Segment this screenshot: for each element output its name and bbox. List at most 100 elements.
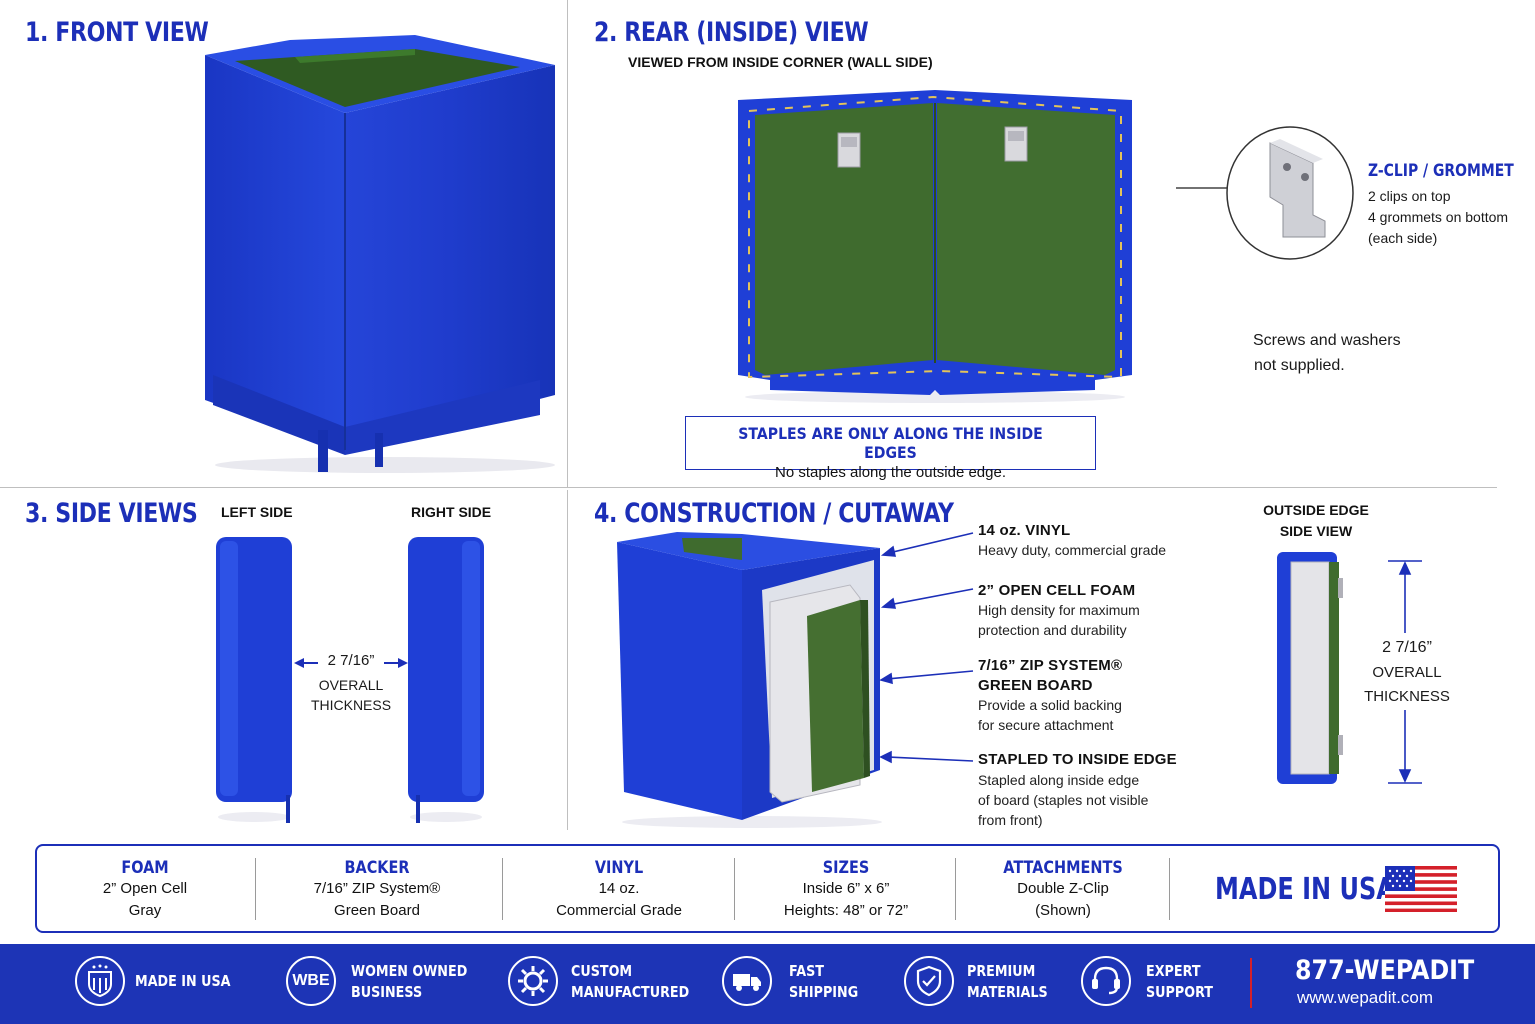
front-view-illustration	[205, 35, 555, 473]
footer-item-made-in-usa: MADE IN USA	[75, 944, 255, 1024]
side-views-title: 3. SIDE VIEWS	[25, 498, 198, 529]
spec-attachments-head: ATTACHMENTS	[1003, 858, 1123, 878]
headset-icon	[1081, 956, 1131, 1006]
divider-vertical-bottom	[567, 490, 568, 830]
side-dim-line2: THICKNESS	[310, 697, 392, 713]
divider-vertical-top	[567, 0, 568, 488]
screws-note-line2: not supplied.	[1254, 357, 1345, 374]
spec-attachments: ATTACHMENTS Double Z-Clip (Shown)	[957, 846, 1169, 931]
zclip-line1: 2 clips on top	[1368, 188, 1451, 204]
outside-edge-dim-line2: THICKNESS	[1364, 688, 1450, 705]
shield-stars-icon	[75, 956, 125, 1006]
footer-label-women-owned-2: BUSINESS	[351, 983, 423, 1001]
cutaway-illustration	[617, 532, 882, 828]
spec-bar: FOAM 2” Open Cell Gray BACKER 7/16” ZIP …	[35, 844, 1500, 933]
outside-edge-title-2: SIDE VIEW	[1279, 523, 1353, 539]
made-in-usa-label: MADE IN USA	[1215, 872, 1395, 907]
layer-board-title-2: GREEN BOARD	[978, 677, 1093, 694]
footer-item-custom: CUSTOM MANUFACTURED	[508, 944, 708, 1024]
footer-item-shipping: FAST SHIPPING	[722, 944, 892, 1024]
spec-sizes-v1: Inside 6” x 6”	[802, 880, 890, 897]
phone-number[interactable]: 877-WEPADIT	[1295, 955, 1475, 986]
spec-sizes: SIZES Inside 6” x 6” Heights: 48” or 72”	[736, 846, 956, 931]
outside-edge-title-1: OUTSIDE EDGE	[1263, 502, 1369, 518]
gear-icon	[508, 956, 558, 1006]
footer-item-support: EXPERT SUPPORT	[1081, 944, 1241, 1024]
spec-sizes-head: SIZES	[822, 858, 870, 878]
left-side-label: LEFT SIDE	[221, 504, 293, 520]
front-view-title: 1. FRONT VIEW	[25, 17, 209, 48]
spec-vinyl: VINYL 14 oz. Commercial Grade	[504, 846, 734, 931]
shield-check-icon	[904, 956, 954, 1006]
footer-red-divider	[1250, 958, 1252, 1008]
spec-vinyl-v1: 14 oz.	[598, 880, 640, 897]
outside-edge-dim-line1: OVERALL	[1372, 664, 1442, 681]
spec-foam-head: FOAM	[121, 858, 169, 878]
spec-backer-v2: Green Board	[334, 902, 420, 919]
layer-foam-desc-2: protection and durability	[978, 622, 1127, 638]
spec-vinyl-head: VINYL	[594, 858, 644, 878]
side-dim-line1: OVERALL	[318, 677, 384, 693]
layer-board-desc-2: for secure attachment	[978, 717, 1114, 733]
layer-board-desc-1: Provide a solid backing	[978, 697, 1122, 713]
website-link[interactable]: www.wepadit.com	[1297, 988, 1434, 1007]
left-side-panel	[216, 537, 292, 823]
footer-label-women-owned-1: WOMEN OWNED	[351, 962, 468, 980]
spec-vinyl-v2: Commercial Grade	[556, 902, 682, 919]
zclip-line3: (each side)	[1368, 230, 1438, 246]
truck-icon	[722, 956, 772, 1006]
layer-foam-desc-1: High density for maximum	[978, 602, 1140, 618]
footer-item-women-owned: WBE WOMEN OWNED BUSINESS	[286, 944, 486, 1024]
staples-callout: STAPLES ARE ONLY ALONG THE INSIDE EDGES …	[685, 416, 1096, 481]
zclip-detail-icon	[1226, 126, 1354, 260]
spec-backer: BACKER 7/16” ZIP System® Green Board	[257, 846, 497, 931]
construction-title: 4. CONSTRUCTION / CUTAWAY	[594, 498, 954, 529]
footer-label-premium-1: PREMIUM	[967, 962, 1036, 980]
rear-view-illustration	[738, 90, 1132, 403]
footer-label-support-2: SUPPORT	[1146, 983, 1214, 1001]
spec-foam: FOAM 2” Open Cell Gray	[37, 846, 253, 931]
layer-staples-desc-3: from front)	[978, 812, 1043, 828]
spec-separator	[955, 858, 956, 920]
side-dimension-arrows	[294, 658, 408, 668]
zclip-leader-line	[1176, 187, 1228, 189]
layer-staples-title: STAPLED TO INSIDE EDGE	[978, 751, 1177, 768]
spec-backer-head: BACKER	[344, 858, 410, 878]
outside-edge-dim-value: 2 7/16”	[1382, 639, 1432, 656]
footer-bar: MADE IN USA WBE WOMEN OWNED BUSINESS CUS…	[0, 944, 1535, 1024]
footer-label-premium-2: MATERIALS	[967, 983, 1048, 1001]
layer-vinyl-title: 14 oz. VINYL	[978, 522, 1071, 539]
right-side-label: RIGHT SIDE	[411, 504, 492, 520]
staples-callout-text: No staples along the outside edge.	[775, 464, 1006, 481]
spec-separator	[1169, 858, 1170, 920]
spec-foam-v2: Gray	[128, 902, 162, 919]
footer-label-custom-1: CUSTOM	[571, 962, 633, 980]
screws-note-line1: Screws and washers	[1253, 332, 1401, 349]
spec-sizes-v2: Heights: 48” or 72”	[783, 902, 909, 919]
construction-leader-arrows	[878, 532, 974, 764]
usa-flag-icon	[1385, 866, 1457, 912]
layer-staples-desc-2: of board (staples not visible	[978, 792, 1149, 808]
staples-callout-title: STAPLES ARE ONLY ALONG THE INSIDE EDGES	[738, 424, 1043, 462]
zclip-line2: 4 grommets on bottom	[1368, 209, 1509, 225]
zclip-title: Z-CLIP / GROMMET	[1368, 161, 1514, 181]
footer-label-shipping-1: FAST	[789, 962, 824, 980]
right-side-panel	[408, 537, 484, 823]
rear-view-subtitle: VIEWED FROM INSIDE CORNER (WALL SIDE)	[628, 54, 933, 70]
layer-board-title: 7/16” ZIP SYSTEM®	[978, 657, 1123, 674]
spec-foam-v1: 2” Open Cell	[102, 880, 188, 897]
layer-vinyl-desc: Heavy duty, commercial grade	[978, 542, 1167, 558]
wbe-badge-icon: WBE	[286, 956, 336, 1006]
footer-label-made-in-usa: MADE IN USA	[135, 972, 231, 990]
divider-horizontal	[0, 487, 1497, 488]
spec-separator	[502, 858, 503, 920]
layer-foam-title: 2” OPEN CELL FOAM	[978, 582, 1136, 599]
spec-separator	[255, 858, 256, 920]
layer-staples-desc-1: Stapled along inside edge	[978, 772, 1140, 788]
outside-edge-illustration	[1277, 552, 1343, 784]
rear-view-title: 2. REAR (INSIDE) VIEW	[594, 17, 869, 48]
wbe-badge-text: WBE	[292, 972, 330, 989]
spec-attachments-v1: Double Z-Clip	[1017, 880, 1109, 897]
footer-label-support-1: EXPERT	[1146, 962, 1201, 980]
spec-attachments-v2: (Shown)	[1035, 902, 1091, 919]
